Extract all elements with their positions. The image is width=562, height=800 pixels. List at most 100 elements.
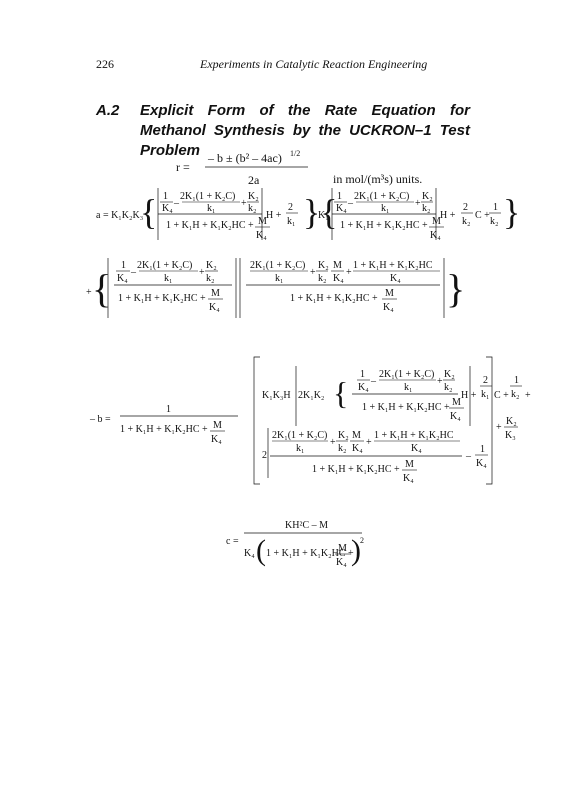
- svg-text:M: M: [432, 216, 441, 227]
- svg-text:+: +: [525, 390, 531, 401]
- svg-text:+: +: [199, 267, 205, 278]
- section-title: Explicit Form of the Rate Equation for M…: [140, 102, 470, 159]
- svg-text:2: 2: [262, 450, 267, 461]
- rate-lhs: r =: [176, 160, 190, 174]
- svg-text:2K₁(1 + K₂C): 2K₁(1 + K₂C): [379, 369, 434, 380]
- svg-text:K₂: K₂: [206, 260, 217, 271]
- k1-label: k₁: [207, 203, 216, 214]
- svg-text:1 + K₁H + K₁K₂HC +: 1 + K₁H + K₁K₂HC +: [290, 293, 378, 304]
- svg-text:k₂: k₂: [444, 382, 453, 393]
- a-equation: a = K₁K₂K₃ { 1 K₄ – 2K₁(1 + K₂C) k₁ + K₂…: [86, 188, 520, 318]
- svg-text:k₁: k₁: [296, 443, 305, 454]
- svg-text:K₄: K₄: [209, 302, 220, 313]
- svg-text:KH²C – M: KH²C – M: [285, 520, 328, 531]
- svg-text:}: }: [503, 192, 520, 232]
- svg-text:+: +: [437, 376, 443, 387]
- svg-text:K₄: K₄: [383, 302, 394, 313]
- svg-text:+: +: [366, 437, 372, 448]
- svg-text:H +: H +: [461, 390, 477, 401]
- svg-text:k₁: k₁: [404, 382, 413, 393]
- svg-text:k₂: k₂: [338, 443, 347, 454]
- svg-text:+: +: [241, 198, 247, 209]
- svg-text:1 + K₁H + K₁K₂HC: 1 + K₁H + K₁K₂HC: [374, 430, 454, 441]
- svg-text:K₁K₃H: K₁K₃H: [262, 390, 291, 401]
- svg-text:+: +: [415, 198, 421, 209]
- svg-text:1: 1: [121, 260, 126, 271]
- svg-text:– b =: – b =: [89, 414, 111, 425]
- svg-text:2K₁(1 + K₂C): 2K₁(1 + K₂C): [250, 260, 305, 271]
- svg-text:2: 2: [463, 202, 468, 213]
- svg-text:1: 1: [493, 202, 498, 213]
- svg-text:K₂: K₂: [506, 416, 517, 427]
- mid-frac-num: 2K₁(1 + K₂C): [180, 191, 235, 202]
- svg-text:K₁: K₁: [318, 210, 329, 221]
- svg-text:C +: C +: [494, 390, 509, 401]
- svg-text:K₄: K₄: [256, 230, 267, 241]
- page-number: 226: [96, 57, 114, 71]
- svg-text:–: –: [465, 451, 472, 462]
- svg-text:M: M: [405, 459, 414, 470]
- svg-text:M: M: [452, 397, 461, 408]
- K4-label: K₄: [162, 203, 173, 214]
- svg-text:K₂: K₂: [248, 191, 259, 202]
- svg-text:K₄: K₄: [117, 273, 128, 284]
- svg-text:M: M: [213, 420, 222, 431]
- section-number: A.2: [96, 102, 120, 119]
- svg-text:k₂: k₂: [248, 203, 257, 214]
- svg-text:2K₁(1 + K₂C): 2K₁(1 + K₂C): [354, 191, 409, 202]
- minus-label: –: [173, 198, 180, 209]
- svg-text:+: +: [496, 422, 502, 433]
- svg-text:M: M: [211, 288, 220, 299]
- svg-text:M: M: [258, 216, 267, 227]
- one-label: 1: [163, 191, 168, 202]
- svg-text:M: M: [333, 260, 342, 271]
- svg-text:{: {: [92, 266, 111, 311]
- svg-text:1 + K₁H + K₁K₂HC +: 1 + K₁H + K₁K₂HC +: [120, 424, 208, 435]
- svg-text:}: }: [446, 266, 465, 311]
- svg-text:1 + K₁H + K₁K₂HC +: 1 + K₁H + K₁K₂HC +: [312, 464, 400, 475]
- svg-text:M: M: [338, 543, 347, 554]
- svg-text:–: –: [370, 376, 377, 387]
- svg-text:K₄: K₄: [476, 458, 487, 469]
- svg-text:{: {: [333, 375, 348, 411]
- svg-text:2K₁(1 + K₂C): 2K₁(1 + K₂C): [137, 260, 192, 271]
- svg-text:1: 1: [337, 191, 342, 202]
- svg-text:k₂: k₂: [462, 216, 471, 227]
- svg-text:–: –: [347, 198, 354, 209]
- svg-text:+: +: [346, 267, 352, 278]
- svg-text:+: +: [310, 267, 316, 278]
- svg-text:K₄: K₄: [333, 273, 344, 284]
- svg-text:2K₁K₂: 2K₁K₂: [298, 390, 324, 401]
- svg-text:K₄: K₄: [336, 203, 347, 214]
- c-equation: c = KH²C – M K₄ ( 1 + K₁H + K₁K₂HC + M K…: [226, 520, 364, 568]
- running-title: Experiments in Catalytic Reaction Engine…: [200, 57, 428, 71]
- svg-text:1: 1: [514, 375, 519, 386]
- svg-text:M: M: [352, 430, 361, 441]
- svg-text:1: 1: [166, 404, 171, 415]
- svg-text:1 + K₁H + K₁K₂HC: 1 + K₁H + K₁K₂HC: [353, 260, 433, 271]
- rate-denominator: 2a: [248, 173, 260, 187]
- a-lhs: a = K₁K₂K₃: [96, 210, 143, 221]
- svg-text:k₂: k₂: [490, 216, 499, 227]
- svg-text:k₂: k₂: [318, 273, 327, 284]
- a-left-brace: {: [140, 192, 157, 232]
- svg-text:1: 1: [360, 369, 365, 380]
- b-equation: – b = 1 1 + K₁H + K₁K₂HC + M K₄ K₁K₃H 2K…: [89, 356, 531, 485]
- svg-text:K₄: K₄: [411, 443, 422, 454]
- svg-text:K₄: K₄: [430, 230, 441, 241]
- svg-text:C +: C +: [475, 210, 490, 221]
- svg-text:k₁: k₁: [275, 273, 284, 284]
- rate-equation: r = – b ± (b² – 4ac) 1/2 2a: [176, 149, 308, 187]
- svg-text:K₄: K₄: [403, 473, 414, 484]
- svg-text:k₂: k₂: [511, 389, 520, 400]
- svg-text:K₄: K₄: [450, 411, 461, 422]
- svg-text:2: 2: [483, 375, 488, 386]
- svg-text:K₄: K₄: [211, 434, 222, 445]
- svg-text:K₄: K₄: [352, 443, 363, 454]
- svg-text:–: –: [130, 267, 137, 278]
- rate-exponent: 1/2: [290, 149, 300, 158]
- svg-text:+: +: [86, 287, 92, 298]
- svg-text:+: +: [330, 437, 336, 448]
- rate-numerator: – b ± (b² – 4ac): [207, 151, 282, 165]
